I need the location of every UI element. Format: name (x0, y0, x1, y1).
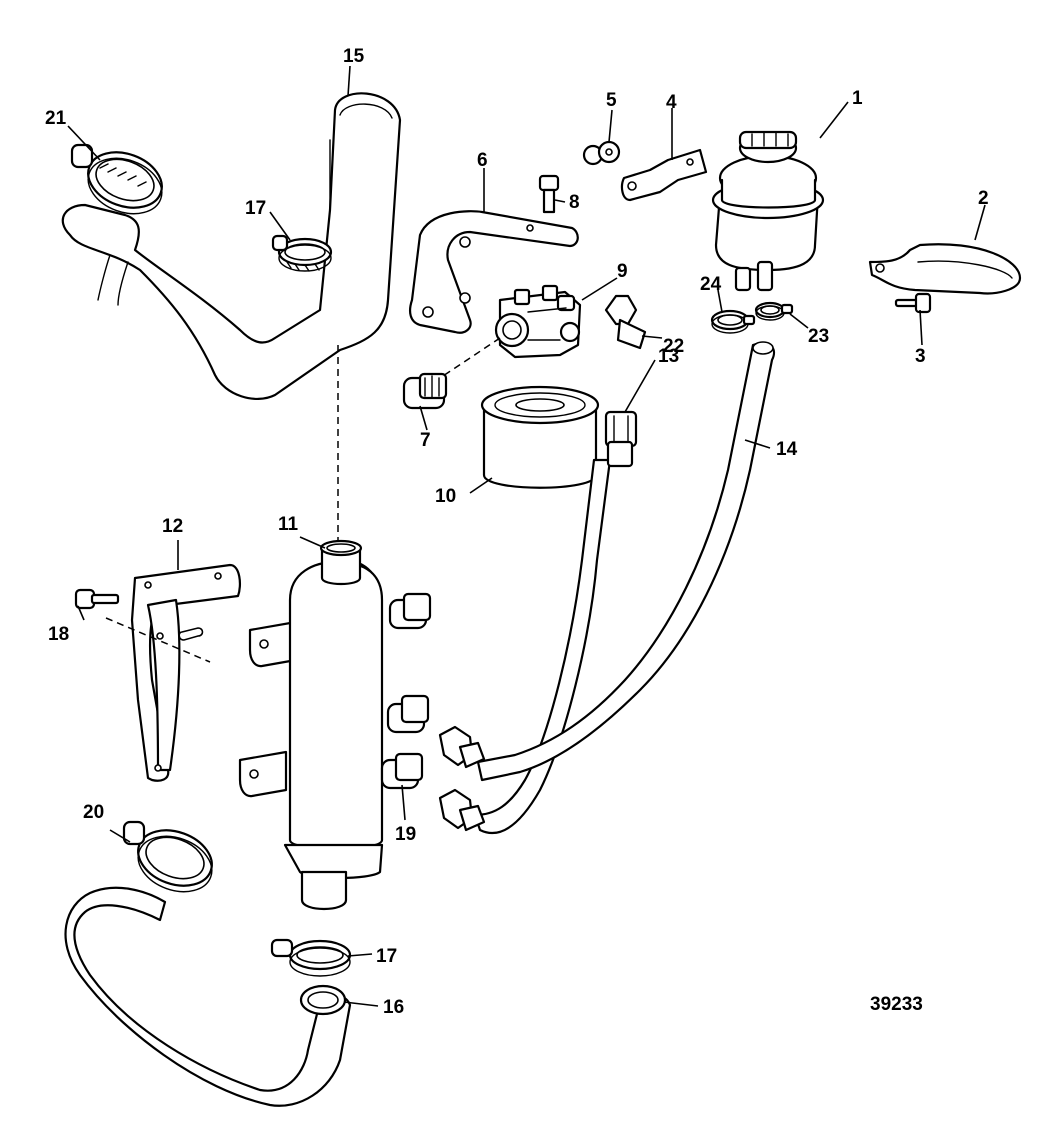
hose-clamp-24 (710, 309, 756, 334)
callout-5: 5 (606, 90, 617, 111)
fluid-cooler (238, 539, 384, 910)
cooler-plug-19 (380, 752, 424, 790)
callout-24: 24 (700, 274, 722, 295)
hose-clamp-20 (122, 820, 213, 893)
hose-clamp-21 (70, 143, 163, 215)
callout-12: 12 (162, 516, 183, 537)
filter-adapter (494, 284, 582, 359)
hose-clamp-23 (754, 301, 794, 321)
bolt-8 (538, 174, 560, 214)
callout-20: 20 (83, 802, 104, 823)
callout-3: 3 (915, 346, 926, 367)
callout-17-lower: 17 (376, 946, 397, 967)
dashed-guide-adapter-plug (439, 337, 501, 379)
lower-hose (64, 886, 352, 1107)
callout-labels: 1 2 3 4 5 6 7 8 9 10 11 12 13 14 15 16 1… (45, 46, 989, 1018)
callout-7: 7 (420, 430, 431, 451)
callout-14: 14 (776, 439, 798, 460)
nut-5 (582, 140, 621, 166)
callout-4: 4 (666, 92, 677, 113)
callout-17-upper: 17 (245, 198, 266, 219)
callout-10: 10 (435, 486, 456, 507)
callout-9: 9 (617, 261, 628, 282)
callout-16: 16 (383, 997, 404, 1018)
callout-23: 23 (808, 326, 829, 347)
figure-number: 39233 (870, 994, 923, 1015)
return-hose (438, 341, 776, 782)
callout-8: 8 (569, 192, 580, 213)
fluid-reservoir (711, 130, 825, 292)
callout-13: 13 (658, 346, 679, 367)
callout-21: 21 (45, 108, 67, 129)
cooler-plug-middle (386, 694, 430, 734)
callout-22: 22 (663, 336, 684, 357)
elbow-fitting (604, 294, 647, 350)
callout-6: 6 (477, 150, 488, 171)
cooler-bracket (130, 563, 241, 782)
hose-clamp-17-upper (271, 234, 333, 272)
bolt-18 (74, 588, 120, 610)
oil-filter (480, 385, 600, 489)
callout-1: 1 (852, 88, 863, 109)
callout-15: 15 (343, 46, 365, 67)
reservoir-bracket (620, 148, 708, 202)
callout-18: 18 (48, 624, 69, 645)
cooler-plug-upper (388, 592, 432, 630)
bolt-3 (894, 292, 932, 314)
callout-11: 11 (278, 514, 299, 535)
leader-lines (67, 65, 986, 1007)
reservoir-strap (868, 243, 1022, 295)
callout-2: 2 (978, 188, 989, 209)
callout-19: 19 (395, 824, 416, 845)
plug-7 (402, 372, 448, 410)
dashed-guide-bolt-bracket (105, 617, 211, 663)
filter-bracket (409, 210, 579, 334)
upper-hose (61, 92, 402, 400)
hose-clamp-17-lower (270, 938, 352, 977)
